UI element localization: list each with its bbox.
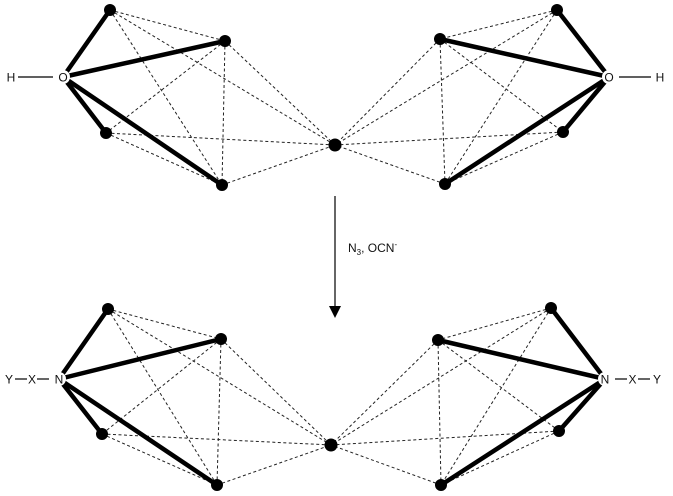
atom xyxy=(104,4,116,16)
atom xyxy=(557,126,569,138)
bottom-left-y-label: Y xyxy=(5,373,13,387)
top-atoms xyxy=(100,4,569,191)
bottom-dashed-bonds xyxy=(101,307,560,486)
bottom-right-x-label: X xyxy=(628,373,636,387)
atom xyxy=(216,179,228,191)
bottom-left-n-label: N xyxy=(55,373,64,387)
central-atom xyxy=(328,138,342,152)
atom xyxy=(435,479,447,491)
arrow-head xyxy=(329,306,341,318)
top-right-o-label: O xyxy=(604,71,613,85)
atom xyxy=(100,127,112,139)
atom xyxy=(553,425,565,437)
reagent-label: N3, OCN- xyxy=(348,240,397,257)
atom xyxy=(551,4,563,16)
top-left-h-label: H xyxy=(7,71,16,85)
bottom-structure: Y X N N X Y xyxy=(5,302,661,491)
top-structure: H O O H xyxy=(7,4,665,191)
top-right-h-label: H xyxy=(656,71,665,85)
atom xyxy=(102,303,114,315)
atom xyxy=(545,302,557,314)
bottom-atoms xyxy=(96,302,565,491)
atom xyxy=(432,334,444,346)
bottom-right-n-label: N xyxy=(601,373,610,387)
bottom-bold-bonds xyxy=(56,305,608,488)
top-bold-bonds xyxy=(60,7,612,188)
atom xyxy=(439,178,451,190)
central-atom xyxy=(324,438,338,452)
atom xyxy=(96,428,108,440)
bottom-left-x-label: X xyxy=(28,373,36,387)
bottom-right-y-label: Y xyxy=(653,373,661,387)
top-left-o-label: O xyxy=(58,71,67,85)
atom xyxy=(434,33,446,45)
top-dashed-bonds xyxy=(105,9,564,186)
atom xyxy=(219,35,231,47)
atom xyxy=(215,333,227,345)
reaction-arrow xyxy=(329,196,341,318)
atom xyxy=(211,479,223,491)
